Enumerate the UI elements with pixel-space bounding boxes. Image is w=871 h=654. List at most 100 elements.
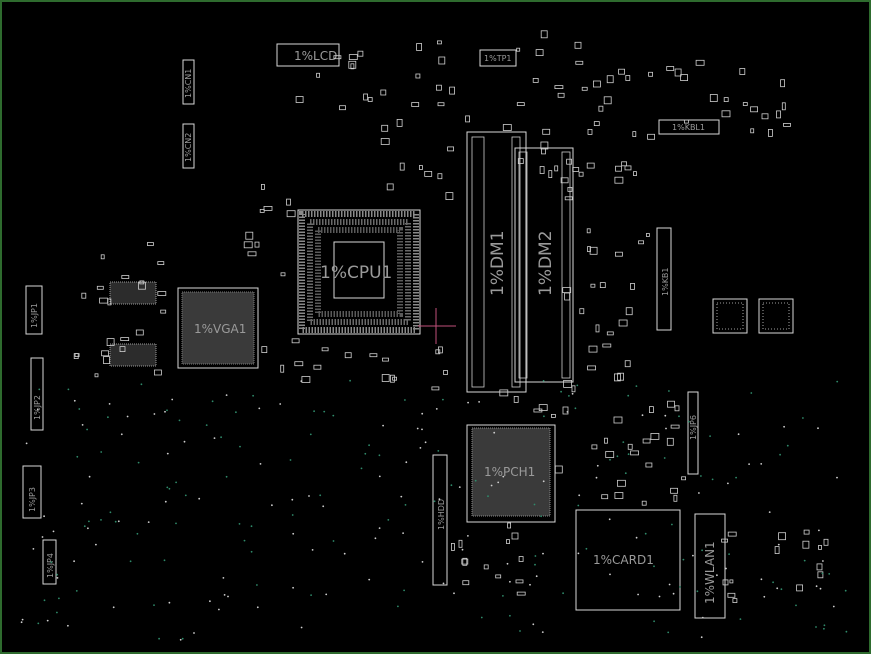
via <box>502 475 505 478</box>
smd-part <box>564 196 573 201</box>
via <box>688 420 690 423</box>
via <box>402 532 404 534</box>
dimm-slot-1[interactable]: 1%DM1 <box>466 131 527 393</box>
via <box>137 461 140 464</box>
top-left-connector-2[interactable]: 1%CN2 <box>182 123 195 169</box>
via <box>292 532 295 535</box>
via <box>32 548 35 550</box>
smd-part <box>554 85 564 89</box>
smd-part <box>363 93 369 101</box>
smd-part <box>776 110 781 119</box>
via <box>43 515 45 518</box>
smd-part <box>101 350 109 357</box>
smd-part <box>291 338 300 344</box>
via <box>179 638 182 641</box>
via <box>209 600 211 603</box>
via <box>36 408 39 411</box>
right-connector[interactable]: 1%JP6 <box>687 391 699 475</box>
keyboard-connector[interactable]: 1%KB1 <box>656 227 672 331</box>
via <box>574 407 577 410</box>
smd-part <box>587 246 591 253</box>
smd-part <box>445 192 454 201</box>
hdd-connector-label: 1%HDD <box>437 499 446 530</box>
vram-chip-2[interactable] <box>109 343 157 367</box>
via <box>166 486 169 489</box>
smd-part <box>294 361 304 367</box>
kbl-connector[interactable]: 1%KBL1 <box>658 119 720 135</box>
smd-part <box>339 105 346 111</box>
smd-part <box>816 563 823 571</box>
via <box>474 479 477 482</box>
via <box>76 455 79 458</box>
smd-part <box>614 176 624 184</box>
cpu-socket[interactable]: 1%CPU1 <box>297 209 421 335</box>
smd-part <box>681 476 686 481</box>
hdd-connector[interactable]: 1%HDD <box>432 454 448 586</box>
pch-chip[interactable]: 1%PCH1 <box>466 424 556 523</box>
ic-square-right-2[interactable] <box>758 298 794 334</box>
smd-part <box>598 105 604 112</box>
left-connector-2[interactable]: 1%JP2 <box>30 357 44 431</box>
via <box>668 390 670 392</box>
smd-part <box>602 343 612 348</box>
smd-part <box>538 404 548 412</box>
via <box>368 578 371 581</box>
smd-part <box>571 385 576 393</box>
card-reader[interactable]: 1%CARD1 <box>575 509 681 611</box>
ic-square-right-1[interactable] <box>712 298 748 334</box>
wlan-slot[interactable]: 1%WLAN1 <box>694 513 726 619</box>
vram-chip-1[interactable] <box>109 281 157 305</box>
smd-part <box>575 60 584 65</box>
smd-part <box>135 329 144 336</box>
via <box>819 587 822 590</box>
via <box>404 399 406 401</box>
smd-part <box>648 71 653 77</box>
via <box>378 475 381 478</box>
via <box>653 565 655 568</box>
top-connector[interactable]: 1%TP1 <box>479 49 517 67</box>
top-left-connector-1[interactable]: 1%CN1 <box>182 59 195 105</box>
smd-part <box>348 54 358 60</box>
via <box>748 463 750 465</box>
via <box>624 472 627 475</box>
smd-part <box>157 291 167 296</box>
via <box>193 632 195 634</box>
smd-part <box>618 68 625 75</box>
smd-part <box>605 451 615 458</box>
smd-part <box>411 102 420 107</box>
via <box>663 457 666 459</box>
via <box>616 455 619 458</box>
smd-part <box>774 546 780 554</box>
via <box>56 611 58 614</box>
smd-part <box>447 146 455 152</box>
smd-part <box>540 30 548 39</box>
left-connector-2-label: 1%JP2 <box>33 395 42 420</box>
left-connector-4[interactable]: 1%JP4 <box>42 539 57 585</box>
smd-part <box>595 324 600 333</box>
dimm-slot-1-label: 1%DM1 <box>488 230 508 296</box>
smd-part <box>396 119 403 127</box>
smd-part <box>599 282 606 289</box>
via <box>763 595 766 598</box>
smd-part <box>684 119 689 124</box>
left-connector-1[interactable]: 1%JP1 <box>25 285 43 335</box>
dimm-slot-2[interactable]: 1%DM2 <box>514 147 574 383</box>
via <box>175 522 177 525</box>
via <box>728 553 730 555</box>
top-left-connector-1-label: 1%CN1 <box>184 69 193 98</box>
smd-part <box>627 443 633 450</box>
via <box>509 580 511 583</box>
smd-part <box>540 141 549 150</box>
smd-part <box>732 598 738 603</box>
left-connector-3[interactable]: 1%JP3 <box>22 465 42 519</box>
vga-chip[interactable]: 1%VGA1 <box>177 287 259 369</box>
smd-part <box>721 538 728 543</box>
via <box>493 431 496 434</box>
smd-part <box>625 307 633 316</box>
smd-part <box>462 557 468 566</box>
via <box>171 398 174 401</box>
smd-part <box>74 353 80 358</box>
smd-part <box>449 86 456 95</box>
lcd-connector[interactable]: 1%LCD <box>276 43 340 67</box>
